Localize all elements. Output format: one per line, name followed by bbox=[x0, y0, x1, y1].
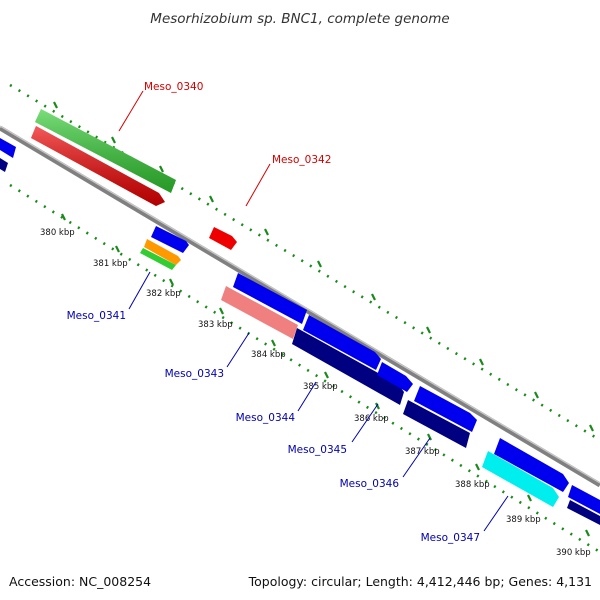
tick-label: 388 kbp bbox=[455, 480, 490, 490]
tick-label: 390 kbp bbox=[556, 548, 591, 558]
genome-track bbox=[0, 83, 600, 554]
topology-text: Topology: circular; Length: 4,412,446 bp… bbox=[248, 574, 592, 589]
meso-0347-blue-feature bbox=[494, 438, 569, 492]
tick-label: 389 kbp bbox=[506, 515, 541, 525]
gene-label-meso-0340[interactable]: Meso_0340 bbox=[118, 81, 203, 132]
map-title: Mesorhizobium sp. BNC1, complete genome bbox=[150, 11, 449, 27]
leader-line bbox=[245, 163, 271, 207]
tick-label: 385 kbp bbox=[303, 382, 338, 392]
gene-label-text: Meso_0347 bbox=[421, 532, 480, 544]
gene-label-text: Meso_0340 bbox=[144, 81, 203, 93]
tick-label: 384 kbp bbox=[251, 350, 286, 360]
tick-labels: 380 kbp 381 kbp 382 kbp 383 kbp 384 kbp … bbox=[40, 228, 591, 558]
meso-0343-blue-feature bbox=[233, 273, 307, 324]
tick-label: 382 kbp bbox=[146, 289, 181, 299]
gene-label-meso-0341[interactable]: Meso_0341 bbox=[67, 271, 151, 322]
leader-line bbox=[128, 271, 151, 310]
leader-line bbox=[351, 403, 379, 443]
tick-label: 380 kbp bbox=[40, 228, 75, 238]
leader-line bbox=[483, 495, 509, 532]
leader-line bbox=[118, 90, 144, 132]
gene-label-meso-0346[interactable]: Meso_0346 bbox=[340, 437, 431, 490]
gene-label-text: Meso_0346 bbox=[340, 478, 400, 490]
gene-label-meso-0344[interactable]: Meso_0344 bbox=[236, 381, 317, 424]
tick-label: 383 kbp bbox=[198, 320, 233, 330]
gene-label-meso-0347[interactable]: Meso_0347 bbox=[421, 495, 509, 544]
leader-line bbox=[402, 437, 431, 478]
gene-label-text: Meso_0341 bbox=[67, 310, 126, 322]
gene-label-text: Meso_0342 bbox=[272, 154, 331, 166]
gene-label-meso-0345[interactable]: Meso_0345 bbox=[288, 403, 379, 456]
tick-label: 386 kbp bbox=[354, 414, 389, 424]
outer-tick-marks bbox=[53, 101, 594, 432]
meso-0344-navy-feature bbox=[292, 328, 404, 405]
tick-label: 387 kbp bbox=[405, 447, 440, 457]
meso-0344-blue-feature bbox=[303, 315, 381, 370]
meso-0343-pink-feature bbox=[221, 286, 298, 339]
meso-0346-blue-feature bbox=[414, 386, 477, 432]
gene-label-meso-0342[interactable]: Meso_0342 bbox=[245, 154, 331, 207]
meso-0346-navy-feature bbox=[403, 400, 470, 448]
inner-tick-marks bbox=[61, 213, 590, 537]
leader-line bbox=[297, 381, 317, 412]
gene-label-meso-0343[interactable]: Meso_0343 bbox=[165, 332, 250, 380]
meso-0341-green-feature bbox=[140, 248, 176, 270]
meso-0342-red-feature bbox=[209, 227, 237, 250]
blue-gene-feature-right-edge bbox=[568, 485, 600, 514]
navy-gene-feature-edge bbox=[0, 158, 8, 172]
navy-gene-feature-right-edge bbox=[567, 500, 600, 525]
gene-label-text: Meso_0343 bbox=[165, 368, 224, 380]
gene-label-text: Meso_0344 bbox=[236, 412, 296, 424]
meso-0347-cyan-feature bbox=[482, 451, 559, 507]
accession-text: Accession: NC_008254 bbox=[9, 574, 151, 589]
meso-0341-blue-feature bbox=[151, 226, 189, 253]
gene-label-text: Meso_0345 bbox=[288, 444, 347, 456]
blue-gene-feature-edge bbox=[0, 138, 16, 158]
meso-0345-blue-feature bbox=[377, 362, 413, 392]
inner-dotted-ring bbox=[9, 183, 600, 554]
meso-0341-orange-feature bbox=[144, 239, 181, 265]
leader-line bbox=[226, 332, 250, 368]
tick-label: 381 kbp bbox=[93, 259, 128, 269]
genome-backbone-highlight bbox=[0, 125, 600, 484]
